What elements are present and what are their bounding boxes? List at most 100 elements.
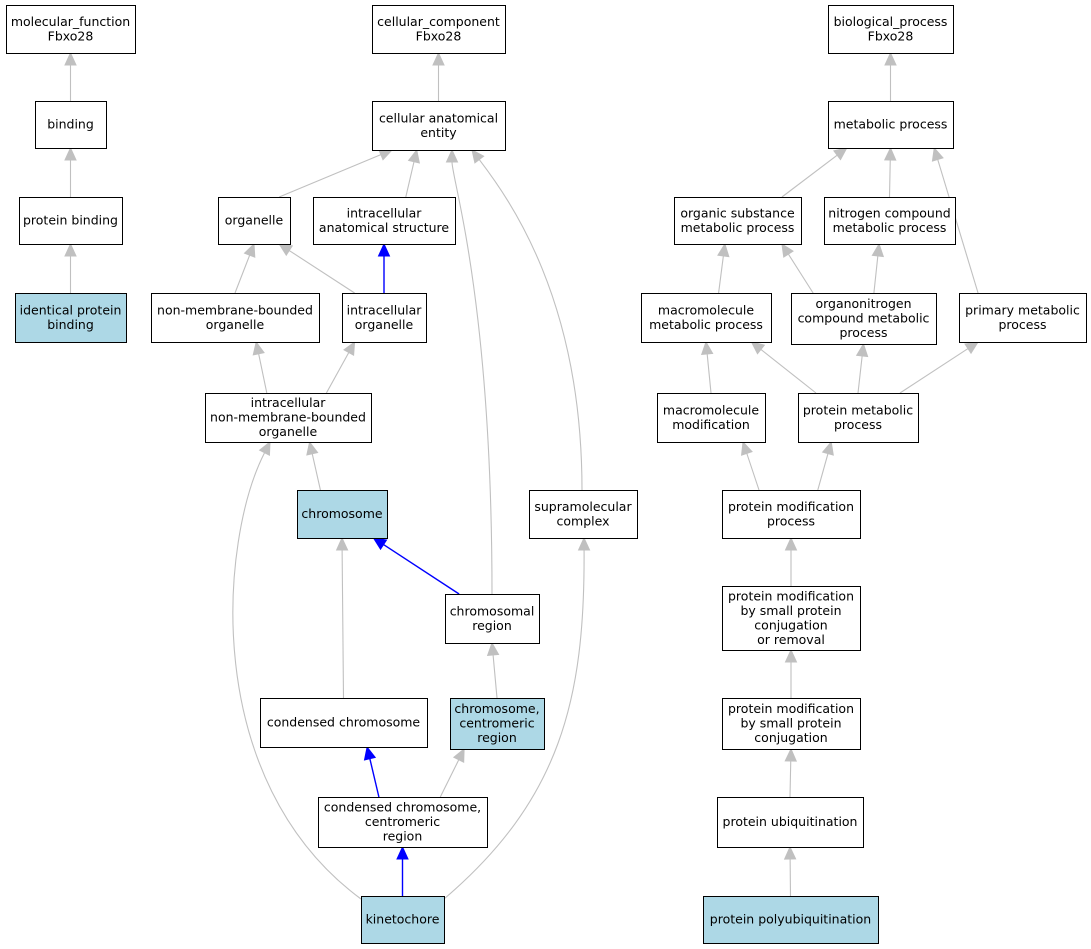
edge-primary_metabolic_process-to-metabolic_process <box>931 146 979 294</box>
edge-protein_metabolic_process-to-primary_metabolic_process <box>899 341 980 394</box>
edge-protein_binding-to-binding <box>64 146 77 197</box>
node-box <box>703 896 879 944</box>
node-protein-ubiquitination[interactable]: protein ubiquitination <box>717 797 864 848</box>
node-label-line: identical protein <box>20 302 122 317</box>
edge-arrowhead <box>821 440 834 456</box>
node-label-line: chromosome, <box>454 701 539 716</box>
node-label-line: organelle <box>225 213 284 228</box>
node-label-line: intracellular <box>347 302 423 317</box>
edge-arrowhead <box>64 146 77 161</box>
edge-line <box>746 453 760 491</box>
node-label-line: protein polyubiquitination <box>710 912 871 927</box>
edge-metabolic_process-to-bp_root <box>884 51 897 101</box>
node-box <box>372 5 506 54</box>
node-label-line: cellular anatomical <box>379 110 498 125</box>
node-box <box>372 101 506 151</box>
edge-line <box>451 161 493 595</box>
node-intracellular-nmb-organelle[interactable]: intracellularnon-membrane-boundedorganel… <box>205 393 372 443</box>
node-label-line: macromolecule <box>658 302 754 317</box>
node-label-line: process <box>998 317 1046 332</box>
edge-arrowhead <box>700 340 714 356</box>
edge-arrowhead <box>377 149 394 161</box>
edge-arrowhead <box>855 342 869 358</box>
edge-intracellular_organelle-to-organelle <box>278 243 355 294</box>
node-box <box>657 393 766 443</box>
edge-chromosomal_region-to-chromosome <box>372 537 460 595</box>
edge-arrowhead <box>407 148 420 164</box>
edge-line <box>718 255 724 294</box>
node-label-line: centromeric <box>459 716 534 731</box>
edge-line <box>311 453 321 491</box>
node-condensed-chromosome[interactable]: condensed chromosome <box>260 698 428 748</box>
node-label-line: organelle <box>355 317 414 332</box>
node-label-line: condensed chromosome, <box>324 800 481 815</box>
node-box <box>722 490 861 539</box>
edge-protein_modification_process-to-protein_metabolic_process <box>817 440 834 491</box>
node-label-line: cellular_component <box>377 14 500 29</box>
edge-line <box>405 161 415 198</box>
node-protein-polyubiquitination[interactable]: protein polyubiquitination <box>703 896 879 944</box>
node-box <box>722 698 861 750</box>
node-protein-binding[interactable]: protein binding <box>19 197 123 245</box>
edge-arrowhead <box>372 537 388 551</box>
edge-arrowhead <box>363 745 377 761</box>
node-box <box>6 5 136 54</box>
node-label-line: centromeric <box>365 814 440 829</box>
edge-arrowhead <box>832 147 848 161</box>
node-label-line: intracellular <box>347 205 423 220</box>
edge-protein_ubiquitination-to-protein_modification_conj <box>784 747 798 798</box>
edge-line <box>706 353 712 394</box>
edge-protein_modification_conj-to-protein_modification_conj_or_removal <box>784 648 798 698</box>
node-chromosome[interactable]: chromosome <box>297 490 388 539</box>
node-label-line: condensed chromosome <box>267 715 421 730</box>
node-label-line: protein modification <box>728 701 854 716</box>
edge-arrowhead <box>717 242 730 258</box>
node-box <box>824 197 956 245</box>
node-metabolic-process[interactable]: metabolic process <box>828 101 954 149</box>
node-label-line: by small protein <box>740 603 841 618</box>
node-kinetochore[interactable]: kinetochore <box>361 896 445 944</box>
node-label-line: protein ubiquitination <box>723 814 858 829</box>
edge-layer <box>64 51 980 900</box>
edge-arrowhead <box>258 440 271 456</box>
node-organelle[interactable]: organelle <box>218 197 291 245</box>
edge-line <box>787 253 814 294</box>
edge-arrowhead <box>452 747 465 763</box>
node-label-line: binding <box>47 317 94 332</box>
edge-arrowhead <box>445 148 459 163</box>
edge-arrowhead <box>740 440 753 456</box>
node-label-line: macromolecule <box>663 402 759 417</box>
node-binding[interactable]: binding <box>35 101 107 149</box>
node-label-line: metabolic process <box>649 317 763 332</box>
node-label-line: complex <box>557 513 610 528</box>
edge-protein_polyubiquitination-to-protein_ubiquitination <box>783 845 797 897</box>
edge-line <box>789 760 792 798</box>
node-box <box>529 490 638 539</box>
node-box <box>828 101 954 149</box>
node-label-line: supramolecular <box>534 499 632 514</box>
node-label-line: chromosome <box>301 506 382 521</box>
edge-arrowhead <box>377 242 391 257</box>
